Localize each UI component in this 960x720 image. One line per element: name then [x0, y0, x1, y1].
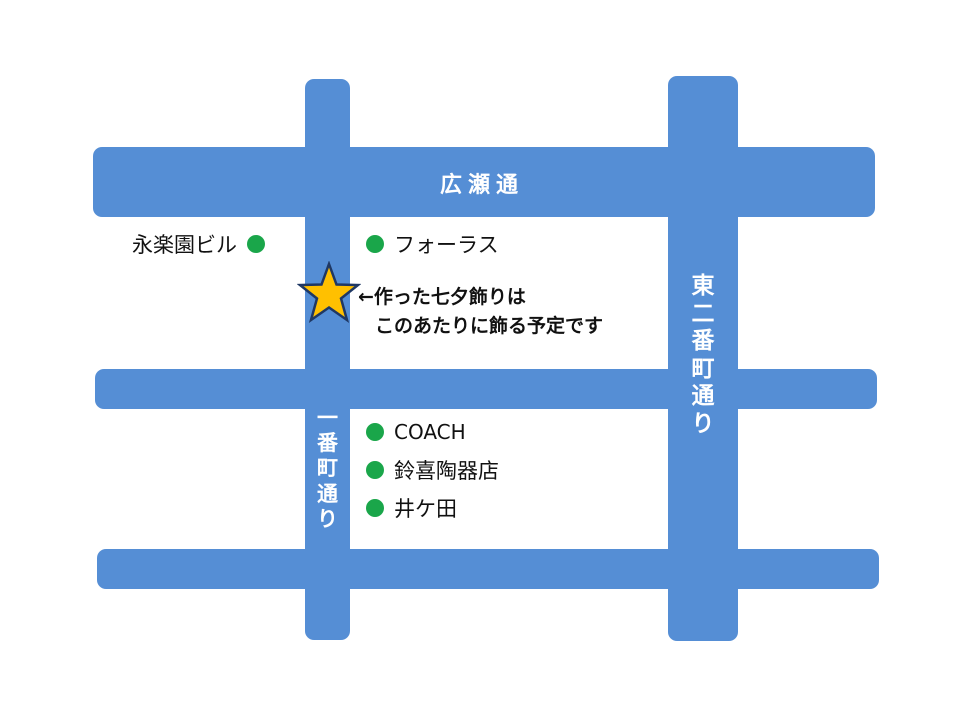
road-label-char: り: [317, 506, 338, 531]
place-coach: COACH: [366, 420, 466, 444]
location-marker-icon: [366, 235, 384, 253]
place-suzuki-pottery: 鈴喜陶器店: [366, 455, 499, 485]
road-bottom: [97, 549, 879, 589]
road-label-char: 番: [691, 328, 715, 355]
location-marker-icon: [366, 461, 384, 479]
decoration-note-line1: ←作った七夕飾りは: [358, 286, 526, 308]
road-label-char: 二: [691, 300, 715, 327]
road-label-char: 通: [317, 481, 338, 506]
road-label-char: 通: [691, 383, 715, 410]
place-label: COACH: [394, 420, 466, 444]
location-marker-icon: [366, 499, 384, 517]
decoration-note-line2: このあたりに飾る予定です: [375, 315, 604, 337]
place-label: フォーラス: [394, 233, 499, 257]
place-eirakuen-building: 永楽園ビル: [132, 229, 265, 259]
road-label-char: 一: [317, 406, 338, 430]
road-label-char: 番: [317, 431, 338, 456]
road-label-char: り: [691, 410, 715, 437]
road-label-char: 町: [317, 456, 338, 481]
road-label-hirosedori: 広瀬通: [440, 173, 525, 198]
road-label-char: 東: [691, 273, 715, 299]
place-label: 永楽園ビル: [132, 233, 237, 257]
road-label-higashi-nibancho: 東 二 番 町 通 り: [668, 273, 738, 439]
road-middle: [95, 369, 877, 409]
road-hirosedori: [93, 147, 875, 217]
road-label-ichibancho: 一 番 町 通 り: [305, 406, 350, 532]
place-label: 井ケ田: [394, 497, 457, 521]
star-icon: [297, 261, 361, 324]
place-forus: フォーラス: [366, 229, 499, 259]
road-label-char: 町: [691, 355, 715, 382]
location-marker-icon: [247, 235, 265, 253]
place-igeta: 井ケ田: [366, 493, 457, 523]
place-label: 鈴喜陶器店: [394, 459, 499, 483]
location-marker-icon: [366, 423, 384, 441]
